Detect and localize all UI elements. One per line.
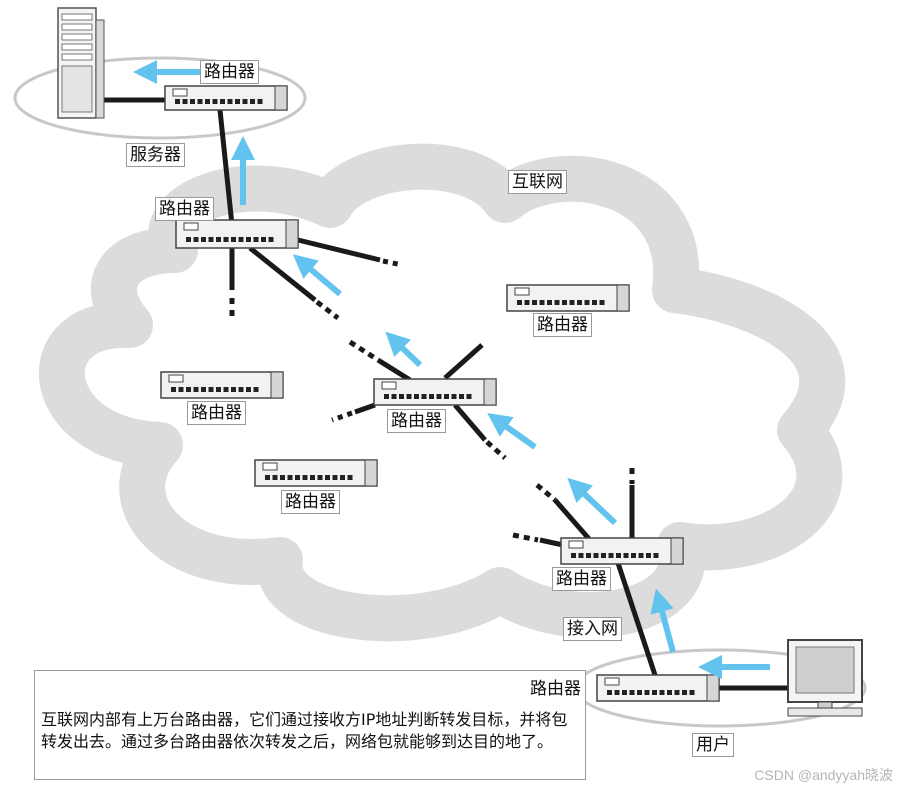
link-center-nw-dash: [348, 339, 380, 363]
router-label-sw: 路由器: [281, 490, 340, 514]
user-router-label: 路由器: [530, 679, 581, 699]
router-w-icon: [160, 371, 284, 399]
link-router-east-dash: [382, 258, 403, 268]
router-label-ne: 路由器: [533, 313, 592, 337]
router-label-nw: 路由器: [155, 197, 214, 221]
link-server-router-internet: [217, 109, 235, 226]
router-label-w: 路由器: [187, 401, 246, 425]
watermark: CSDN @andyyah晓波: [754, 767, 893, 783]
link-access: [615, 562, 658, 676]
link-center-nw: [376, 357, 412, 383]
arrow-mid-2: [385, 331, 423, 368]
link-south-w-dash: [512, 532, 539, 543]
link-center-w-dash: [331, 410, 353, 423]
server-router-icon: [164, 85, 288, 111]
link-south-dash: [535, 483, 557, 502]
arrow-up-access: [650, 588, 676, 653]
server-icon: [57, 7, 105, 119]
internet-label: 互联网: [508, 170, 567, 194]
router-se-icon: [560, 537, 684, 565]
link-center-se: [453, 403, 487, 442]
router-nw-icon: [175, 219, 299, 249]
router-label-se: 路由器: [552, 567, 611, 591]
arrow-mid-3: [487, 413, 537, 450]
link-center-se-dash: [485, 440, 507, 460]
server-ellipse: [13, 56, 307, 140]
link-center-w: [354, 402, 376, 415]
link-center-ne: [443, 343, 484, 380]
router-sw-icon: [254, 459, 378, 487]
explanation-text: 互联网内部有上万台路由器，它们通过接收方IP地址判断转发目标，并将包转发出去。通…: [41, 710, 568, 751]
user-label: 用户: [692, 733, 734, 757]
router-ne-icon: [506, 284, 630, 312]
arrow-mid-4: [567, 477, 618, 526]
server-label: 服务器: [126, 143, 185, 167]
link-south-w: [539, 537, 564, 548]
explanation-box: 路由器 互联网内部有上万台路由器，它们通过接收方IP地址判断转发目标，并将包转发…: [34, 670, 586, 780]
router-center-icon: [373, 378, 497, 406]
link-router-mid-dash: [315, 300, 340, 320]
router-label-center: 路由器: [387, 409, 446, 433]
access-network-label: 接入网: [563, 617, 622, 641]
packet-arrows: [133, 60, 770, 679]
computer-icon: [787, 639, 863, 717]
user-router-icon: [596, 674, 720, 702]
arrow-mid-1: [292, 254, 342, 297]
routers: [160, 85, 720, 702]
network-links: [100, 97, 790, 691]
link-router-mid: [248, 246, 317, 302]
link-south: [553, 498, 592, 542]
link-router-east: [297, 237, 381, 263]
server-router-label: 路由器: [200, 60, 259, 84]
